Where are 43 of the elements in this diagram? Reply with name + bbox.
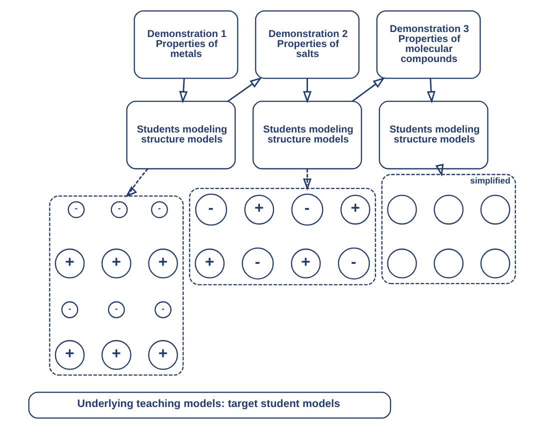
cluster [189,188,376,286]
node-box: Students modeling structure models [126,100,236,170]
node-circle [387,194,417,225]
node-circle: + [148,340,178,370]
node-circle [480,194,510,225]
node-box: Underlying teaching models: target student models [28,392,392,419]
node-circle: + [102,248,132,278]
node-box: Students modeling structure models [252,100,362,170]
node-circle: + [194,248,225,278]
node-circle [434,248,464,278]
node-circle: + [54,340,85,370]
node-circle: - [110,201,128,218]
node-circle: - [195,194,228,226]
cluster [49,195,184,376]
arrow [435,164,444,177]
arrow [179,78,188,104]
node-circle: + [102,340,132,370]
node-circle: - [61,301,78,318]
node-circle: - [68,201,85,218]
arrow [227,77,262,102]
arrow [303,168,312,191]
node-box: Demonstration 3 Properties of molecular compounds [376,10,481,79]
node-circle: - [108,301,125,318]
node-circle [480,248,510,278]
arrow [426,78,436,104]
node-circle: + [340,194,370,225]
node-circle [387,248,417,278]
node-circle: + [244,194,274,225]
node-circle: - [242,247,274,280]
node-circle: - [151,201,168,218]
arrow [303,78,312,104]
arrow [125,168,148,198]
node-circle: + [290,248,321,278]
node-circle [434,194,464,225]
node-box: Demonstration 2 Properties of salts [255,10,360,79]
node-circle: + [54,248,85,278]
node-box: Demonstration 1 Properties of metals [134,10,238,79]
node-circle: - [154,301,172,318]
node-circle: + [148,248,178,278]
node-circle: - [338,247,370,280]
node-circle: - [291,194,324,226]
arrow [352,77,386,102]
cluster: simplified [381,174,516,284]
